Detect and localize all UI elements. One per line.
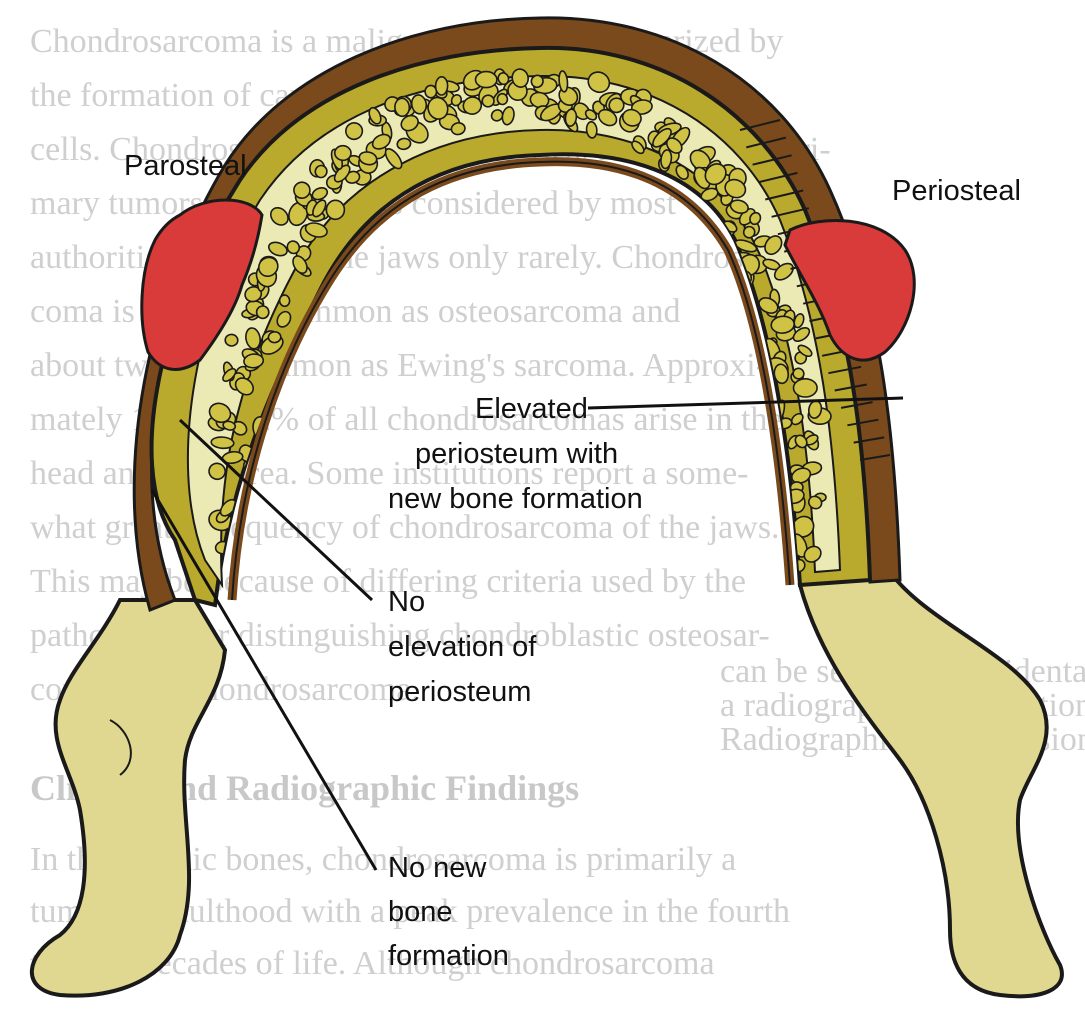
trabecula-shape [476,72,497,88]
trabecula-shape [586,121,598,138]
bg-line: authorities to involve the jaws only rar… [30,239,781,276]
label-elevated-line: Elevated [475,393,588,425]
label-elevated-line: periosteum with [415,438,618,470]
right-condyle [800,565,1062,996]
label-no-elevation-line: periosteum [388,676,531,708]
label-periosteal: Periosteal [892,175,1021,207]
label-no-elevation-line: No [388,586,425,618]
label-no-elevation-line: elevation of [388,631,537,663]
trabecula-shape [326,200,345,220]
trabecula-shape [394,98,409,117]
bg-line: about twice as common as Ewing's sarcoma… [30,347,767,384]
label-parosteal: Parosteal [124,150,247,182]
bg-line: coma is nearly as common as osteosarcoma… [30,293,681,330]
label-no-new-bone-line: formation [388,940,509,972]
trabecula-shape [334,145,351,160]
right-condyle-shape [800,565,1062,996]
label-no-new-bone-line: No new [388,852,487,884]
trabecula-shape [279,295,290,307]
trabecula-shape [794,379,818,397]
trabecula-shape [268,331,281,343]
label-no-new-bone-line: bone [388,896,453,928]
label-elevated-line: new bone formation [388,483,643,515]
trabecula-shape [435,77,447,95]
trabecula-shape [225,334,239,347]
